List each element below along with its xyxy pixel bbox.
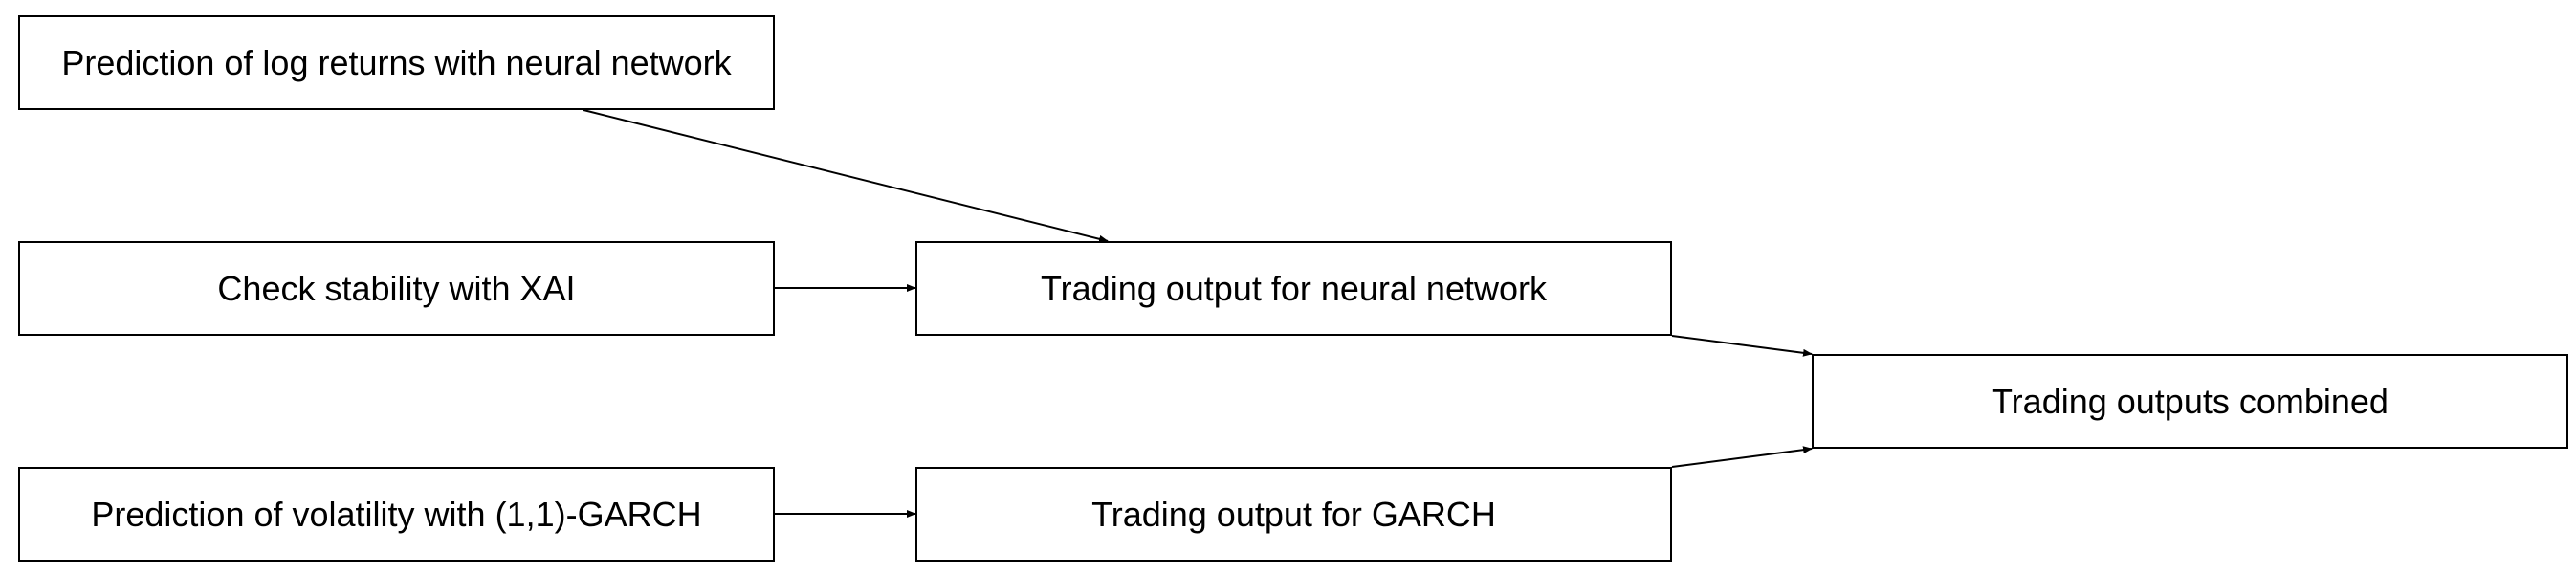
node-check-stability-xai: Check stability with XAI	[18, 241, 775, 336]
node-prediction-log-returns: Prediction of log returns with neural ne…	[18, 15, 775, 110]
edge-trading-output-nn-to-trading-outputs-combined	[1671, 335, 1813, 357]
edge-trading-output-garch-to-trading-outputs-combined	[1671, 446, 1813, 468]
edge-prediction-log-returns-to-trading-output-nn	[583, 109, 1109, 243]
node-prediction-volatility-garch: Prediction of volatility with (1,1)-GARC…	[18, 467, 775, 562]
node-trading-outputs-combined: Trading outputs combined	[1812, 354, 2568, 449]
node-trading-output-neural-network: Trading output for neural network	[915, 241, 1672, 336]
node-trading-output-garch: Trading output for GARCH	[915, 467, 1672, 562]
